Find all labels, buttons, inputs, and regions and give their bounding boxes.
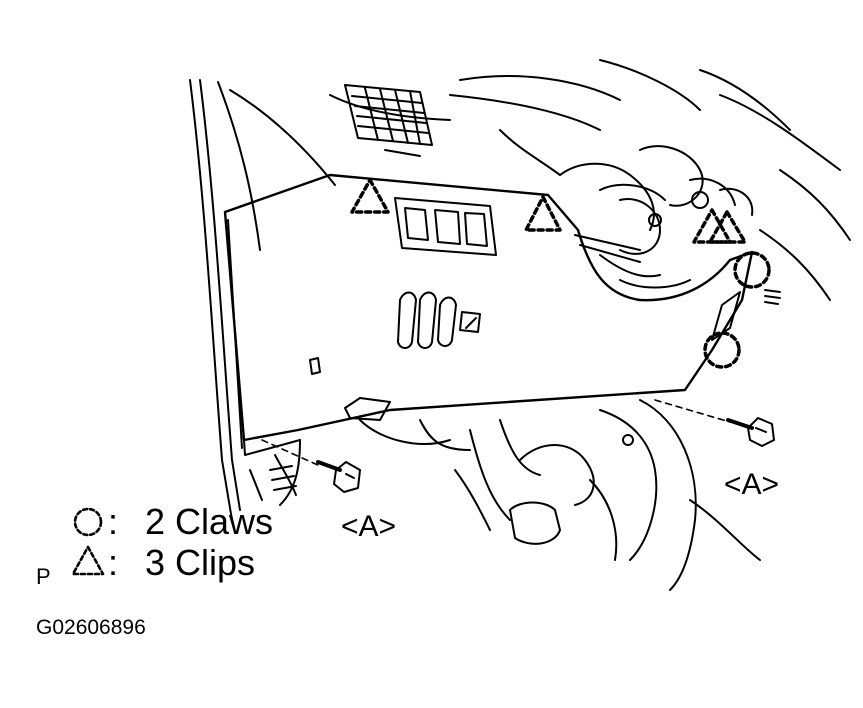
- left-bolt-callout: <A>: [341, 510, 397, 543]
- claw-marker: [703, 331, 741, 369]
- door-pillar-lines: [189, 79, 336, 521]
- figure-id: G02606896: [36, 616, 146, 639]
- page-mark: P: [36, 564, 51, 589]
- right-bolt: [654, 399, 775, 447]
- left-bolt: [261, 439, 361, 493]
- lower-dash-panel: [223, 173, 754, 456]
- clip-markers: [350, 178, 747, 244]
- legend-clips-separator: :: [108, 542, 119, 583]
- triangle-dashed-icon: [71, 545, 105, 576]
- legend-claws-separator: :: [108, 501, 119, 542]
- dashboard-upper-lines: [329, 59, 851, 301]
- claw-marker: [733, 251, 771, 289]
- steering-column-mechanism: [559, 145, 781, 305]
- claw-markers: [703, 251, 771, 369]
- circle-dashed-icon: [73, 507, 103, 537]
- clip-marker: [524, 195, 562, 232]
- clip-marker: [708, 210, 747, 244]
- legend-symbols: [71, 507, 105, 576]
- clip-marker: [350, 178, 390, 214]
- legend-claws-text: 2 Claws: [145, 501, 274, 542]
- right-bolt-callout: <A>: [724, 468, 780, 501]
- air-vent: [344, 84, 433, 157]
- pedals-and-lower-parts: [269, 399, 761, 591]
- legend-clips-text: 3 Clips: [145, 542, 256, 583]
